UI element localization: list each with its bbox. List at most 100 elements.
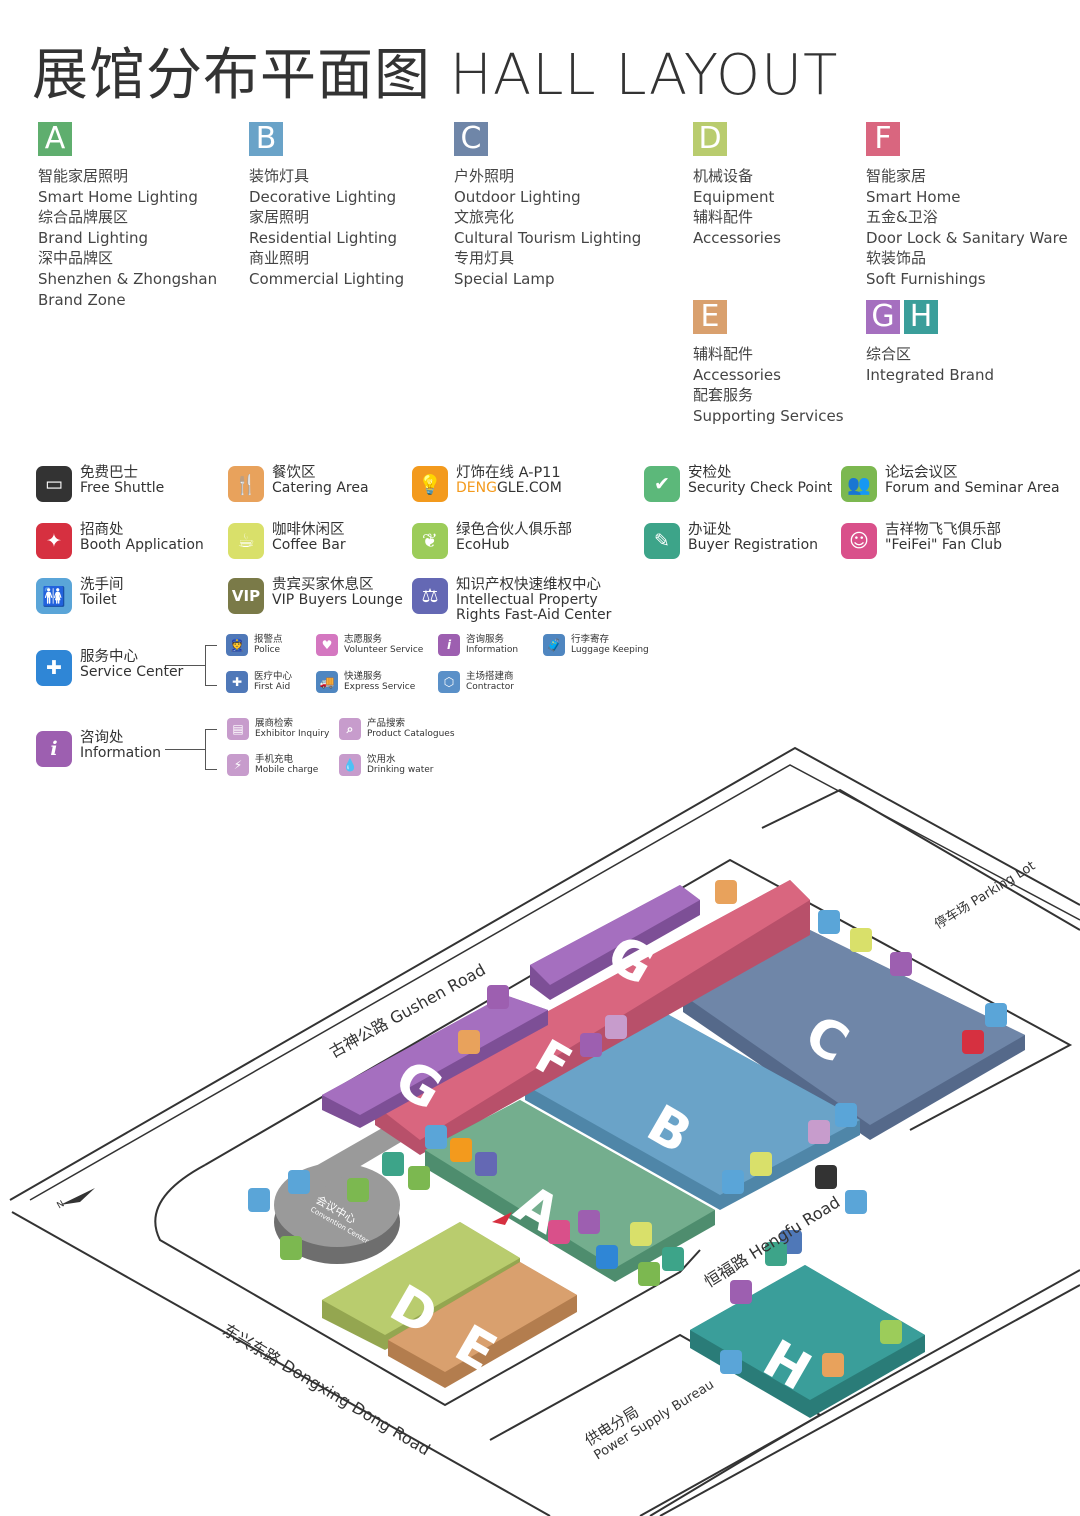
toilet-map-icon	[985, 1003, 1007, 1027]
legend-cn: 论坛会议区	[885, 465, 958, 481]
hall-e	[388, 1262, 577, 1372]
legend-en: Toilet	[80, 592, 117, 608]
hall-text: Equipment	[693, 187, 775, 206]
legend-en: Exhibitor Inquiry	[255, 729, 330, 739]
legend-cn: 招商处	[80, 522, 124, 538]
bulb-icon: 💡	[412, 466, 448, 502]
info-map-icon	[487, 985, 509, 1009]
water-icon: 💧	[339, 754, 361, 776]
hall-text: Special Lamp	[454, 269, 555, 288]
registration-map-icon	[382, 1152, 404, 1176]
legend-cn: 快递服务	[344, 671, 383, 682]
hall-text: Brand Zone	[38, 290, 126, 309]
coffee-map-icon	[750, 1152, 772, 1176]
toilet-icon: 🚻	[36, 578, 72, 614]
road-inner	[154, 1164, 701, 1407]
hall-text: Smart Home Lighting	[38, 187, 198, 206]
truck-icon: 🚚	[316, 671, 338, 693]
legend-en: Product Catalogues	[367, 729, 455, 739]
hall-text: 装饰灯具	[249, 167, 310, 185]
info-map-icon	[578, 1210, 600, 1234]
inquiry-icon: ▤	[227, 718, 249, 740]
hall-text: Smart Home	[866, 187, 961, 206]
cube-icon: ⬡	[438, 671, 460, 693]
hall-f	[375, 880, 810, 1140]
legend-en: First Aid	[254, 682, 291, 692]
water-map-icon	[808, 1120, 830, 1144]
bus-map-icon	[815, 1165, 837, 1189]
hall-text: 专用灯具	[454, 249, 515, 268]
legend-cn: 吉祥物飞飞俱乐部	[885, 522, 1001, 538]
legend-cn: 报警点	[254, 634, 283, 645]
gilf-map-icon	[962, 1030, 984, 1054]
legend-en: Contractor	[466, 682, 514, 692]
legend-en: Coffee Bar	[272, 537, 346, 553]
feifei-map-icon	[548, 1220, 570, 1244]
hall-text: 辅料配件	[693, 345, 754, 363]
hall-text: 深中品牌区	[38, 249, 114, 268]
luggage-icon: 🧳	[543, 634, 565, 656]
legend-en: Rights Fast-Aid Center	[456, 607, 612, 623]
legend-cn: 手机充电	[255, 754, 294, 765]
page-title: 展馆分布平面图 HALL LAYOUT	[32, 43, 839, 108]
road-line	[639, 1269, 1080, 1516]
connector-line	[165, 665, 205, 666]
legend-en: Police	[254, 645, 281, 655]
connector-line	[165, 749, 205, 750]
hall-text: 家居照明	[249, 208, 310, 227]
legend-en: Forum and Seminar Area	[885, 480, 1060, 496]
registration-icon: ✎	[644, 523, 680, 559]
toilet-map-icon	[720, 1350, 742, 1374]
legend-en: "FeiFei" Fan Club	[885, 537, 1003, 553]
legend-en: Drinking water	[367, 765, 434, 775]
hall-text: Residential Lighting	[249, 228, 398, 247]
info-map-icon	[890, 952, 912, 976]
road-line	[659, 1284, 1080, 1516]
road-outlines	[9, 746, 1080, 1516]
bus-icon: ▭	[36, 466, 72, 502]
police-icon: 👮	[226, 634, 248, 656]
hall-text: Brand Lighting	[38, 228, 149, 247]
hall-text: 户外照明	[454, 167, 515, 185]
legend-cn: 主场搭建商	[466, 671, 514, 682]
bracket	[205, 729, 217, 770]
legend-en: Volunteer Service	[344, 645, 424, 655]
hall-text: Shenzhen & Zhongshan	[38, 269, 218, 288]
fork-knife-icon: 🍴	[228, 466, 264, 502]
ip-icon: ⚖	[412, 578, 448, 614]
hall-badge-b: B	[249, 122, 283, 156]
map-icons	[60, 880, 1007, 1377]
legend-en: Buyer Registration	[688, 537, 819, 553]
legend-en: EcoHub	[456, 537, 510, 553]
catering-map-icon	[458, 1030, 480, 1054]
legend-cn: 知识产权快速维权中心	[456, 577, 601, 593]
toilet-map-icon	[835, 1103, 857, 1127]
legend-cn: 咨询服务	[466, 634, 505, 645]
hall-text: Commercial Lighting	[249, 269, 405, 288]
legend-en: Booth Application	[80, 537, 204, 553]
hall-g-lower	[322, 995, 548, 1115]
magnifier-icon: ⌕	[339, 718, 361, 740]
info-icon: i	[438, 634, 460, 656]
legend-cn: 展商检索	[255, 718, 294, 729]
first-aid-icon: ✚	[226, 671, 248, 693]
legend-cn: 灯饰在线 A-P11	[456, 465, 561, 481]
battery-icon: ⚡	[227, 754, 249, 776]
hall-text: 软装饰品	[866, 249, 927, 268]
hall-text: Integrated Brand	[866, 365, 994, 384]
legend-en: Information	[466, 645, 519, 655]
